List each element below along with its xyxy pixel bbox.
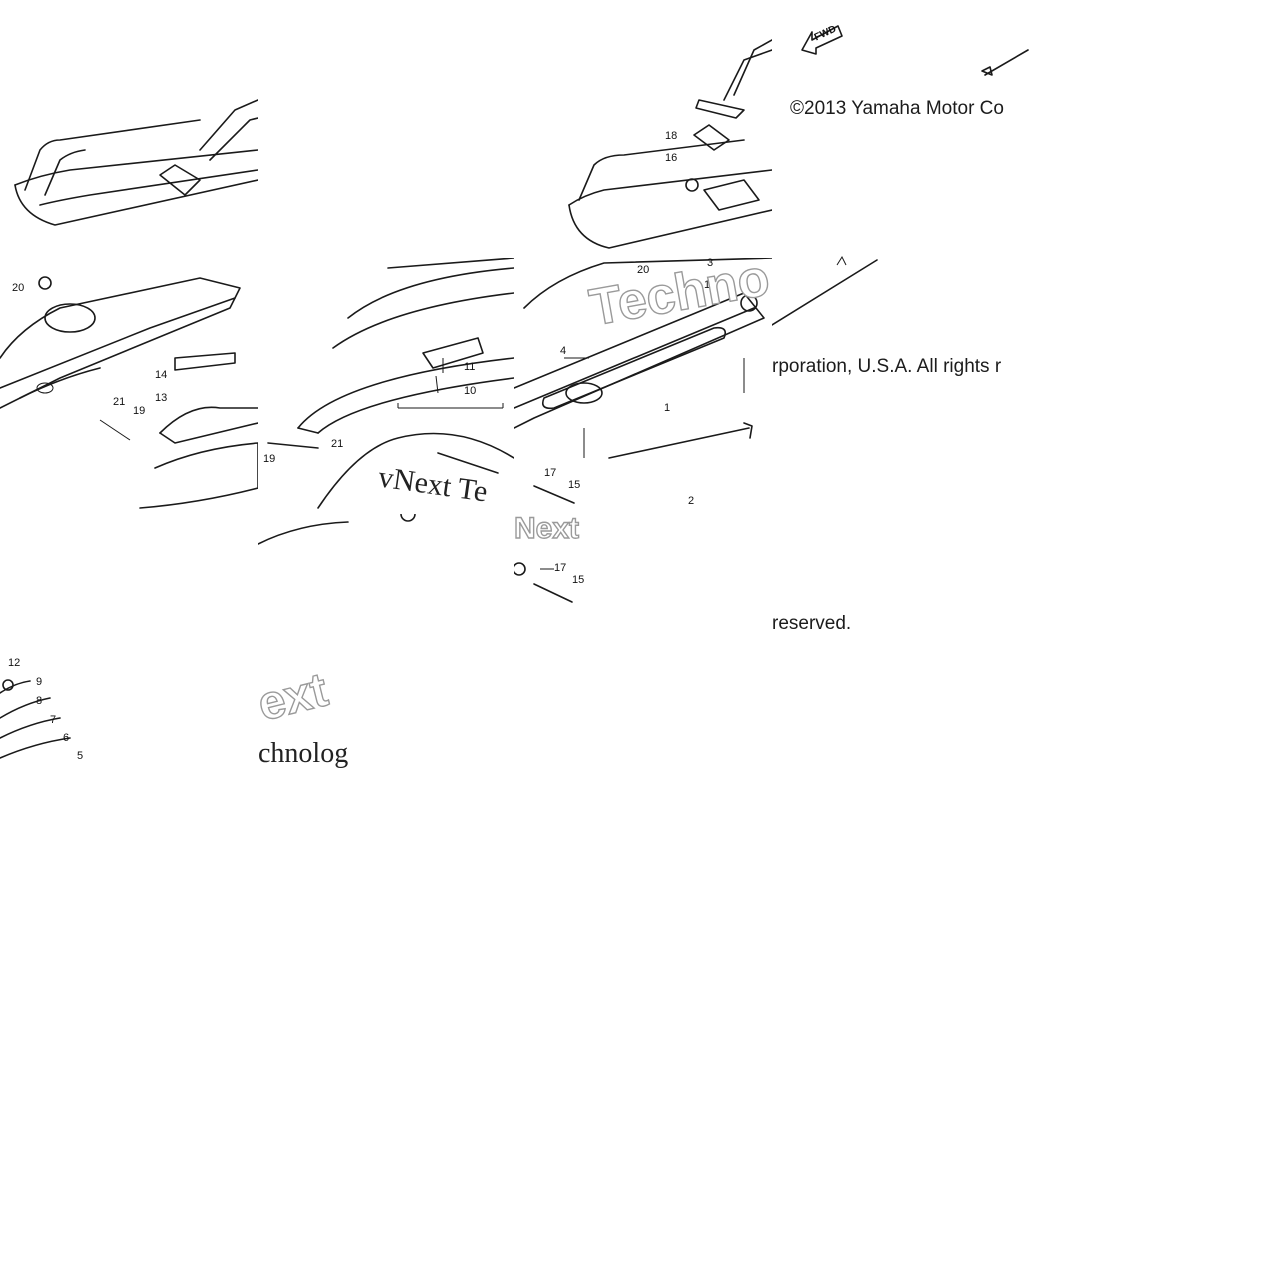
- copyright-line-3: reserved.: [772, 613, 852, 634]
- callout-5: 5: [77, 750, 84, 762]
- ski-drawing: [0, 679, 71, 759]
- callout-15: 15: [572, 574, 585, 586]
- ski-drawing: [14, 99, 258, 226]
- callout-7: 7: [50, 714, 57, 726]
- ski-diagram-tile-mid-left: 20 14 13 21 19: [0, 258, 258, 514]
- callout-2: 2: [688, 495, 695, 507]
- watermark-tile: [258, 514, 514, 554]
- callout-10: 10: [464, 385, 477, 397]
- callout-18: 18: [665, 130, 678, 142]
- callout-17: 17: [544, 467, 557, 479]
- callout-20: 20: [637, 264, 650, 276]
- watermark-chnolog: chnolog: [258, 738, 349, 769]
- tie-rod-extension: [772, 255, 878, 326]
- ski-diagram-tile-bottom-left: 12 9 8 7 6 5: [0, 643, 258, 772]
- ski-drawing: [568, 39, 772, 249]
- callout-19: 19: [263, 453, 276, 465]
- ski-diagram-tile-center: 11 10 21 19: [258, 258, 514, 514]
- watermark-fragment: Next: [514, 514, 580, 546]
- callout-17: 17: [554, 562, 567, 574]
- callout-12: 12: [8, 657, 21, 669]
- copyright-line-2: rporation, U.S.A. All rights r: [772, 356, 1002, 377]
- callout-11: 11: [464, 361, 476, 373]
- ski-diagram-tile-top-right: 18 16: [514, 0, 772, 258]
- callout-1: 1: [664, 402, 671, 414]
- callout-14: 14: [155, 369, 168, 381]
- callout-16: 16: [704, 279, 717, 291]
- callout-9: 9: [36, 676, 43, 688]
- callout-21: 21: [113, 396, 126, 408]
- ski-drawing: [267, 258, 514, 509]
- callout-21: 21: [331, 438, 344, 450]
- callout-3: 3: [707, 258, 714, 269]
- callout-8: 8: [36, 695, 43, 707]
- callout-20: 20: [12, 282, 25, 294]
- arrow-icon: [801, 25, 843, 55]
- ski-diagram-tile-fragment: 17 15 Next: [514, 514, 622, 610]
- callout-6: 6: [63, 732, 70, 744]
- callout-4: 4: [560, 345, 567, 357]
- callout-13: 13: [155, 392, 168, 404]
- watermark-ext: ext: [252, 663, 334, 733]
- callout-19: 19: [133, 405, 146, 417]
- ski-drawing: [514, 562, 573, 603]
- ski-diagram-tile-top-left: [0, 0, 258, 258]
- callout-15: 15: [568, 479, 581, 491]
- ski-drawing: [258, 514, 416, 545]
- ski-diagram-tile-main: 20 3 16 4 1 17 15 2 Techno: [514, 258, 772, 514]
- copyright-line-1: ©2013 Yamaha Motor Co: [790, 98, 1004, 119]
- ski-drawing: [0, 276, 258, 509]
- ski-drawing: [514, 258, 772, 504]
- callout-16: 16: [665, 152, 678, 164]
- forward-direction-arrow: FWD: [800, 20, 844, 56]
- rod-part: [981, 49, 1029, 76]
